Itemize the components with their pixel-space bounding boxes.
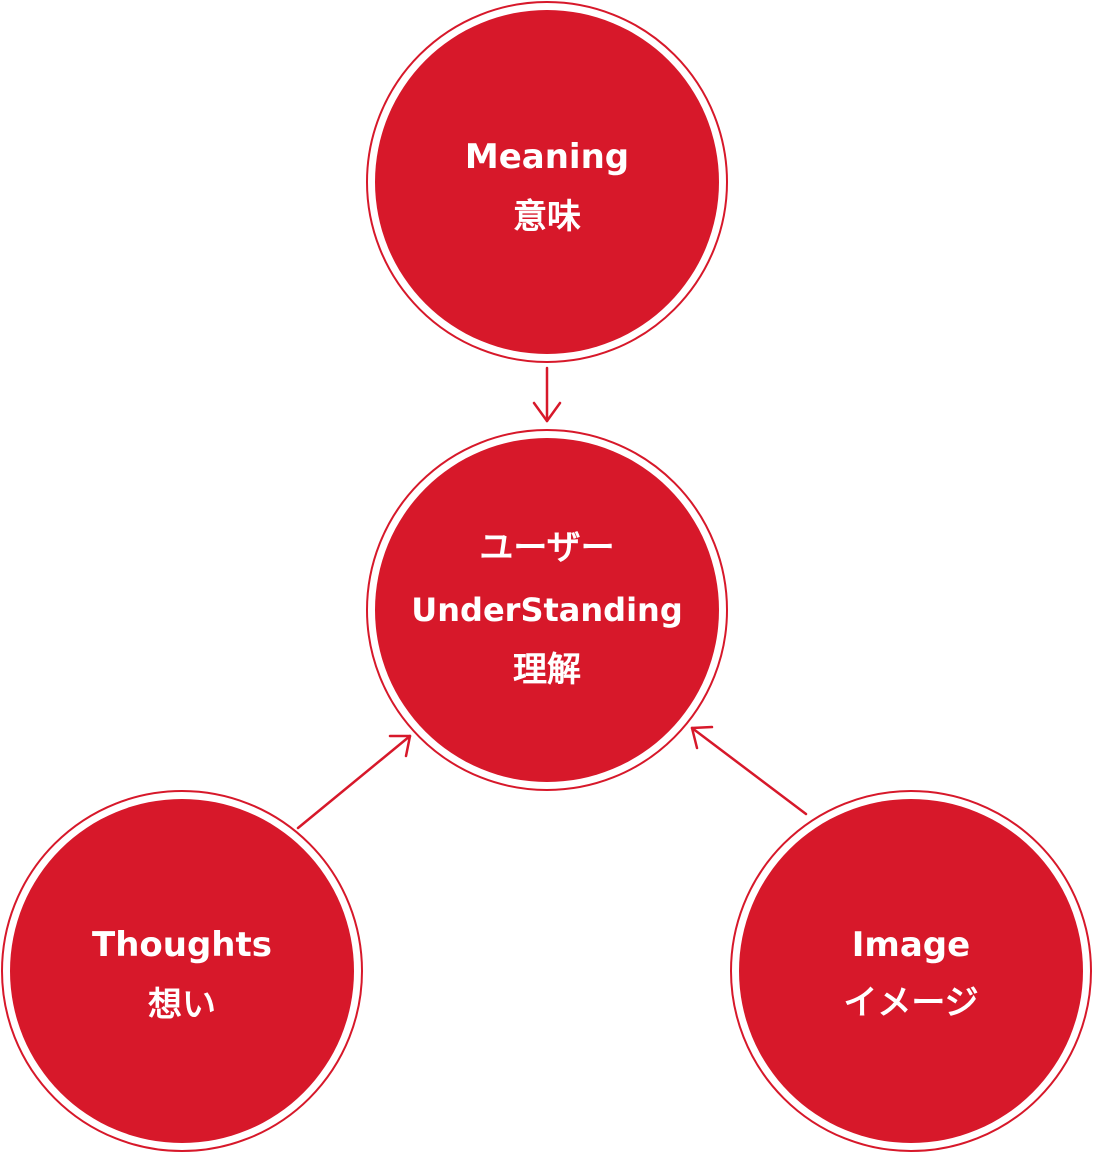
understanding-label-ja: 理解 [513,650,581,690]
image-node-fill [739,799,1083,1143]
arrow-thoughts-to-understanding [296,734,412,830]
thoughts-label-ja: 想い [148,985,216,1025]
image-label-en: Image [852,925,970,965]
thoughts-node: Thoughts 想い [1,790,363,1152]
understanding-node-fill [375,438,719,782]
arrow-meaning-to-understanding [532,366,562,423]
meaning-node: Meaning 意味 [366,1,728,363]
arrow-thoughts-head [388,734,412,758]
understanding-label-en: UnderStanding [411,591,682,629]
thoughts-label-en: Thoughts [92,925,272,965]
arrow-thoughts-shaft [296,734,412,830]
meaning-node-fill [375,10,719,354]
image-label-ja: イメージ [843,983,978,1023]
understanding-label-user: ユーザー [479,528,614,568]
thoughts-node-fill [10,799,354,1143]
arrow-image-to-understanding [690,725,808,816]
meaning-label-en: Meaning [465,137,629,177]
meaning-label-ja: 意味 [513,197,581,237]
arrow-image-shaft [690,726,808,816]
image-node: Image イメージ [730,790,1092,1152]
arrow-image-head [690,725,714,750]
arrow-meaning-head [532,401,562,423]
understanding-node: ユーザー UnderStanding 理解 [366,429,728,791]
